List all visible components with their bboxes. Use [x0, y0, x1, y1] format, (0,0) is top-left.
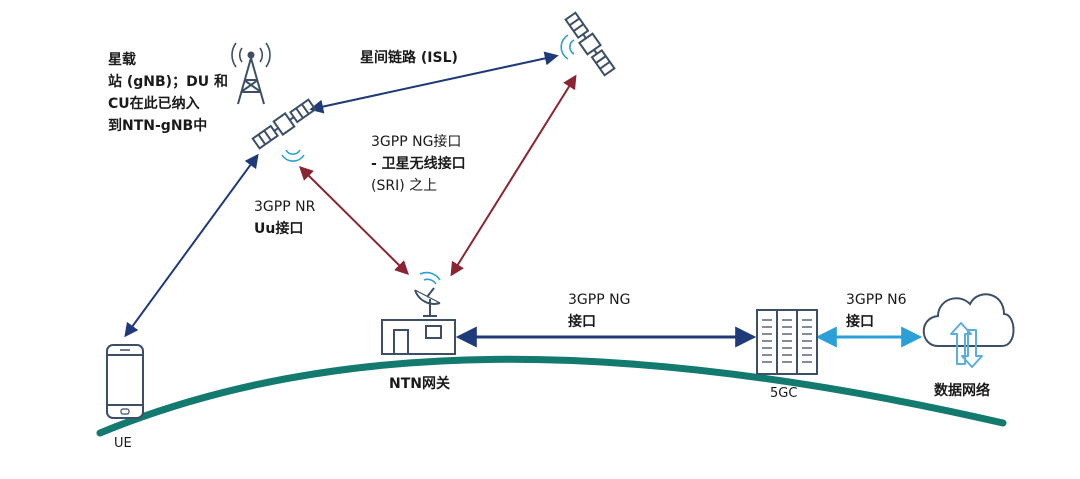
satellite-dish-icon	[414, 287, 441, 317]
ng-over-sri-label: 3GPP NG接口 - 卫星无线接口 (SRI) 之上	[371, 131, 466, 197]
isl-label-text: 星间链路 (ISL)	[360, 50, 458, 66]
smartphone-icon	[106, 344, 144, 419]
satellite-gnb-label: 星载 站 (gNB)；DU 和 CU在此已纳入 到NTN-gNB中	[108, 49, 228, 137]
dish-beam-icon	[419, 271, 441, 285]
n6-line-2: 接口	[846, 314, 874, 330]
ng-over-sri-line-3: (SRI) 之上	[371, 178, 438, 194]
ng-label: 3GPP NG 接口	[568, 289, 630, 333]
ue-label: UE	[114, 433, 132, 455]
data-network-label: 数据网络	[934, 380, 990, 402]
satellite-icon	[564, 11, 616, 77]
cell-tower-icon	[231, 42, 271, 105]
feeder-link-1	[299, 166, 409, 275]
ng-line-2: 接口	[568, 314, 596, 330]
server-vents	[762, 319, 812, 363]
n6-line-1: 3GPP N6	[846, 292, 907, 308]
satellite-gnb-line-4: 到NTN-gNB中	[108, 118, 208, 134]
server-rack-icon	[756, 309, 818, 375]
satellite-gnb-line-1: 星载	[108, 52, 136, 68]
ntn-gateway-label: NTN网关	[389, 373, 450, 395]
satellite-gnb-line-2: 站 (gNB)；DU 和	[108, 74, 228, 90]
core-text: 5GC	[770, 386, 798, 401]
cloud-icon	[922, 293, 1015, 347]
nr-uu-line-1: 3GPP NR	[254, 199, 316, 215]
ntn-gateway-text: NTN网关	[389, 376, 450, 392]
bidirectional-arrow-icon	[950, 322, 983, 368]
earth-curve	[96, 355, 1007, 437]
core-label: 5GC	[770, 383, 797, 405]
ng-over-sri-line-2: - 卫星无线接口	[371, 156, 466, 172]
ng-over-sri-line-1: 3GPP NG接口	[371, 134, 462, 150]
nr-uu-line-2: Uu接口	[254, 221, 304, 237]
phone-button	[120, 408, 130, 415]
n6-label: 3GPP N6 接口	[846, 289, 906, 333]
ng-line-1: 3GPP NG	[568, 292, 631, 308]
satellite-beam-icon	[281, 149, 305, 162]
isl-label: 星间链路 (ISL)	[360, 47, 458, 69]
feeder-link-2	[450, 74, 577, 277]
ue-text: UE	[114, 436, 132, 451]
isl-link	[309, 51, 559, 114]
gateway-building-icon	[381, 319, 456, 355]
satellite-icon	[251, 98, 317, 150]
nr-uu-link	[124, 153, 259, 338]
satellite-beam-icon	[560, 34, 575, 60]
satellite-gnb-line-3: CU在此已纳入	[108, 96, 200, 112]
data-network-text: 数据网络	[934, 383, 990, 399]
nr-uu-label: 3GPP NR Uu接口	[254, 196, 315, 240]
